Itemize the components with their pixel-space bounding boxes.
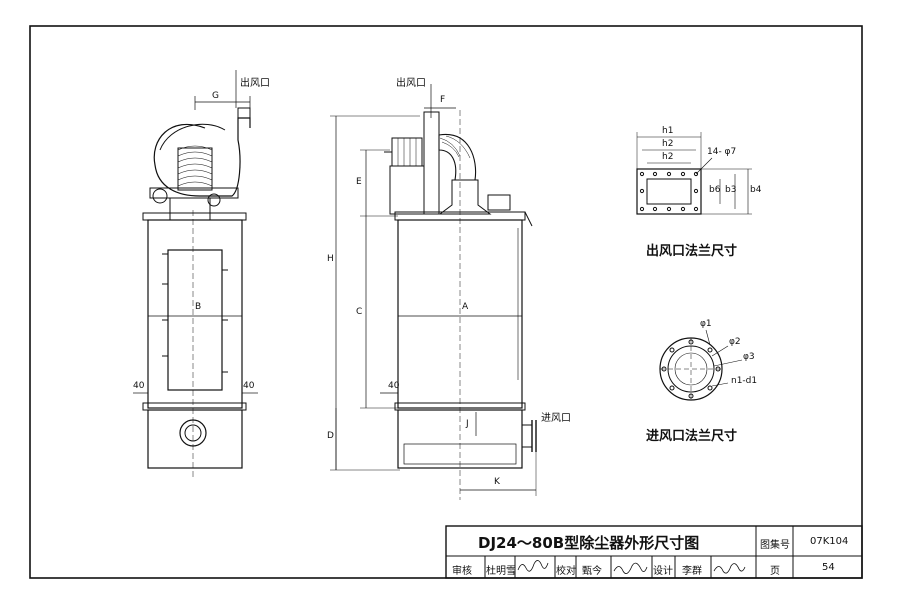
inlet-flange-caption: 进风口法兰尺寸 <box>646 429 738 444</box>
phi1-label: φ1 <box>700 319 712 329</box>
dim-b-label: B <box>195 302 202 312</box>
design-label: 设计 <box>653 566 673 577</box>
dim-h-label: H <box>327 254 334 264</box>
n1d1-label: n1-d1 <box>731 376 758 386</box>
dim-c-label: C <box>356 307 363 317</box>
outlet-flange-caption: 出风口法兰尺寸 <box>646 244 738 259</box>
reviewer-name: 杜明雪 <box>486 566 516 577</box>
review-label: 审核 <box>452 566 472 577</box>
fan-volute <box>153 117 251 197</box>
atlas-label: 图集号 <box>760 540 790 551</box>
checker-name: 甄今 <box>582 566 602 577</box>
dim-b3-label: b3 <box>725 185 737 195</box>
dim-b4-label: b4 <box>750 185 762 195</box>
dim-g-label: G <box>212 91 219 101</box>
phi2-label: φ2 <box>729 337 741 347</box>
dim-h2a-label: h2 <box>662 139 674 149</box>
drawing-title: DJ24～80B型除尘器外形尺寸图 <box>478 534 700 552</box>
dim-f-label: F <box>440 95 446 105</box>
page-number: 54 <box>822 562 835 573</box>
front-body <box>147 219 243 409</box>
holes-label: 14- φ7 <box>707 147 737 157</box>
sheet-border <box>29 25 863 579</box>
dim-j-label: J <box>466 419 469 429</box>
title-block-frame <box>445 525 863 579</box>
front-hopper <box>147 409 243 469</box>
signature-checker <box>613 562 648 574</box>
dim-d-label: D <box>327 431 334 441</box>
dim-e-label: E <box>356 177 362 187</box>
atlas-number: 07K104 <box>810 536 849 547</box>
front-inlet <box>179 419 207 447</box>
dim-a-label: A <box>462 302 469 312</box>
outlet-label-front: 出风口 <box>240 78 270 89</box>
dim-40-left-label: 40 <box>133 381 145 391</box>
dim-b6-label: b6 <box>709 185 721 195</box>
page-label: 页 <box>770 566 780 577</box>
dim-h2b-label: h2 <box>662 152 674 162</box>
side-view <box>330 84 537 500</box>
dim-40-side-label: 40 <box>388 381 400 391</box>
designer-name: 李群 <box>682 566 702 577</box>
inlet-label: 进风口 <box>541 413 571 424</box>
front-window <box>167 249 223 391</box>
outlet-flange-detail <box>636 132 752 215</box>
signature-designer <box>713 563 746 574</box>
phi3-label: φ3 <box>743 352 755 362</box>
dim-40-right-label: 40 <box>243 381 255 391</box>
dim-h1-label: h1 <box>662 126 674 136</box>
side-inlet-pipe <box>521 424 533 448</box>
inlet-flange-detail <box>659 329 743 401</box>
fan-duct <box>177 147 213 191</box>
dim-k-label: K <box>494 477 500 487</box>
signature-reviewer <box>517 560 549 572</box>
side-motor <box>391 137 423 167</box>
check-label: 校对 <box>556 566 576 577</box>
side-outlet-duct <box>423 111 440 215</box>
outlet-label-side: 出风口 <box>396 78 426 89</box>
front-view <box>133 70 258 480</box>
